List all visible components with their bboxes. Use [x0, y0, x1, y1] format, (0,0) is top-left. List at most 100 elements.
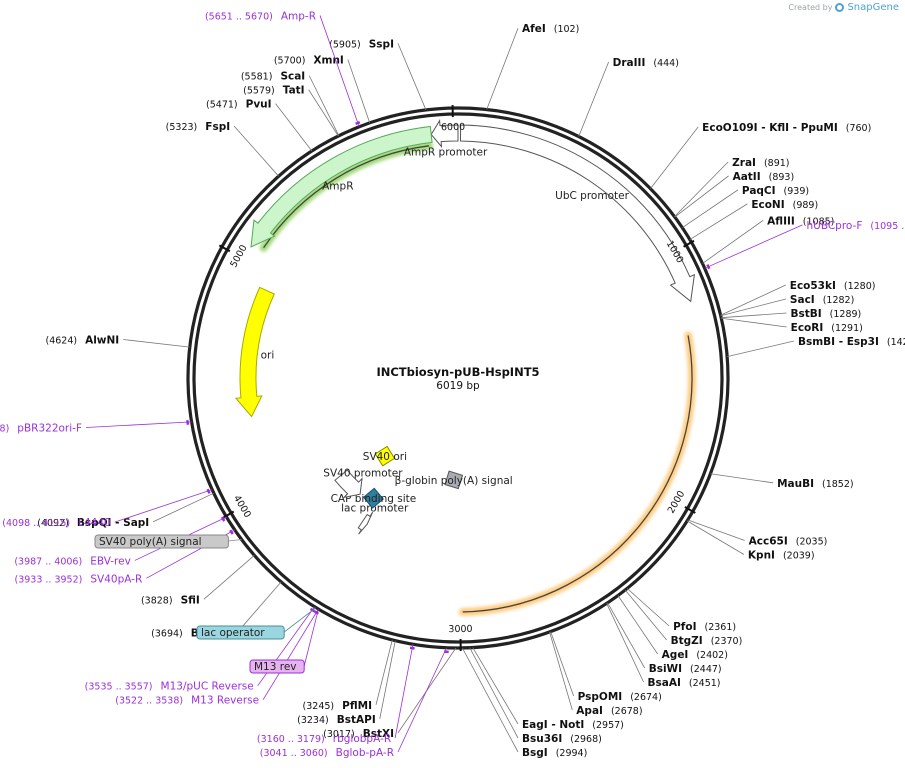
enzyme-econi[interactable]: EcoNI(989)	[751, 199, 818, 211]
enzyme-tati[interactable]: TatI(5579)	[243, 85, 304, 97]
snapgene-logo-icon	[835, 3, 845, 12]
primer-rbglobpa-r[interactable]: rbglobpA-R(3160 .. 3179)	[257, 733, 391, 745]
enzyme-acc65i[interactable]: Acc65I(2035)	[749, 535, 828, 547]
enzyme-leader-line	[275, 103, 313, 152]
enzyme-pspomi[interactable]: PspOMI(2674)	[578, 691, 662, 703]
enzyme-pflmi[interactable]: PflMI(3245)	[303, 700, 372, 712]
enzyme-leader-line	[674, 161, 729, 217]
feature-ubc-promoter[interactable]	[459, 124, 696, 303]
primer-bglob-pa-r[interactable]: Bglob-pA-R(3041 .. 3060)	[260, 747, 394, 759]
feature-sv40-ori[interactable]	[374, 445, 396, 467]
enzyme-agei[interactable]: AgeI(2402)	[662, 649, 728, 661]
enzyme-name: DraIII	[613, 57, 646, 69]
enzyme-ecoo109i-kfli-ppumi[interactable]: EcoO109I - KflI - PpuMI(760)	[702, 122, 871, 134]
boxed-label-sv40-polya[interactable]: SV40 poly(A) signal	[94, 534, 229, 549]
enzyme-bstxi[interactable]: BstXI(3017)	[323, 728, 394, 740]
primer-name: M13/pUC Reverse	[161, 681, 254, 693]
enzyme-pvui[interactable]: PvuI(5471)	[206, 99, 272, 111]
enzyme-leader-line	[308, 75, 340, 136]
enzyme-bsmbi-esp3i[interactable]: BsmBI - Esp3I(1429)	[798, 336, 905, 348]
primer-position: (3535 .. 3557)	[85, 682, 153, 693]
enzyme-name: FspI	[205, 121, 230, 133]
enzyme-zrai[interactable]: ZraI(891)	[732, 157, 789, 169]
primer-leader-line	[704, 224, 803, 269]
enzyme-leader-line	[607, 602, 646, 669]
backbone-inner	[192, 112, 724, 644]
primer-name: Amp-R	[281, 10, 316, 22]
enzyme-eco53ki[interactable]: Eco53kI(1280)	[790, 280, 876, 292]
enzyme-bstapi[interactable]: BstAPI(3234)	[297, 714, 376, 726]
primer-hubcpro-f[interactable]: hUBCpro-F(1095 .. 1114)	[806, 220, 905, 232]
enzyme-leader-line	[650, 126, 699, 189]
enzyme-sfii[interactable]: SfiI(3828)	[141, 594, 200, 606]
enzyme-afliii[interactable]: AflIII(1085)	[767, 215, 834, 227]
primer-m13-puc-reverse[interactable]: M13/pUC Reverse (3535 .. 3557)	[85, 681, 254, 693]
feature-ampr[interactable]	[250, 125, 433, 248]
boxed-label-m13-rev[interactable]: M13 rev	[249, 659, 305, 674]
enzyme-pfoi[interactable]: PfoI(2361)	[673, 621, 736, 633]
enzyme-paqci[interactable]: PaqCI(939)	[742, 185, 809, 197]
enzyme-bstbi[interactable]: BstBI(1289)	[790, 308, 861, 320]
enzyme-bsu36i[interactable]: Bsu36I(2968)	[522, 733, 602, 745]
enzyme-position: (3694)	[151, 629, 183, 640]
primer-name: hUBCpro-F	[806, 220, 862, 232]
feature-lac-promoter[interactable]	[357, 511, 374, 535]
enzyme-bsiwi[interactable]: BsiWI(2447)	[649, 663, 722, 675]
enzyme-name: XmnI	[313, 55, 343, 67]
primer-ebv-rev[interactable]: EBV-rev(3987 .. 4006)	[14, 555, 131, 567]
enzyme-name: PflMI	[342, 700, 372, 712]
enzyme-maubi[interactable]: MauBI(1852)	[777, 478, 854, 490]
enzyme-kpni[interactable]: KpnI(2039)	[748, 549, 815, 561]
feature-beta-globin-polya[interactable]	[444, 470, 464, 490]
enzyme-xmni[interactable]: XmnI(5700)	[274, 55, 344, 67]
boxed-label-lac-operator[interactable]: lac operator	[196, 625, 285, 640]
primer-l4440[interactable]: L4440(4098 .. 4115)	[2, 517, 110, 529]
enzyme-afei[interactable]: AfeI(102)	[522, 23, 579, 35]
enzyme-position: (1852)	[822, 479, 854, 490]
enzyme-position: (4092)	[37, 518, 69, 529]
primer-sites: hUBCpro-F(1095 .. 1114) Amp-R(5651 .. 567…	[0, 10, 905, 759]
primer-position: (3041 .. 3060)	[260, 748, 328, 759]
primer-pbr322ori-f[interactable]: pBR322ori-F(4349 .. 4368)	[0, 422, 82, 434]
enzyme-eagi-noti[interactable]: EagI - NotI(2957)	[522, 719, 624, 731]
enzyme-saci[interactable]: SacI(1282)	[790, 294, 854, 306]
enzyme-name: EcoNI	[751, 199, 784, 211]
boxed-label-text: M13 rev	[254, 661, 297, 673]
boxed-leader-sv40-polya	[228, 539, 242, 542]
feature-ampr-promoter[interactable]	[430, 119, 459, 149]
feature-label-ori: ori	[261, 350, 275, 362]
feature-ori[interactable]	[234, 286, 275, 418]
enzyme-position: (5323)	[166, 122, 198, 133]
enzyme-leader-line	[727, 340, 795, 358]
enzyme-sspi[interactable]: SspI(5905)	[329, 38, 394, 50]
enzyme-name: ScaI	[280, 71, 305, 83]
enzyme-name: BtgZI	[671, 635, 703, 647]
enzyme-name: PaqCI	[742, 185, 776, 197]
enzyme-apai[interactable]: ApaI(2678)	[576, 705, 642, 717]
enzyme-alwni[interactable]: AlwNI(4624)	[45, 334, 119, 346]
enzyme-ecori[interactable]: EcoRI(1291)	[791, 322, 863, 334]
primer-amp-r[interactable]: Amp-R(5651 .. 5670)	[205, 10, 316, 22]
enzyme-bsgi[interactable]: BsgI(2994)	[522, 747, 587, 759]
enzyme-aatii[interactable]: AatII(893)	[733, 171, 795, 183]
enzyme-btgzi[interactable]: BtgZI(2370)	[671, 635, 743, 647]
primer-m13-reverse[interactable]: M13 Reverse(3522 .. 3538)	[115, 695, 259, 707]
enzyme-leader-line	[236, 581, 282, 633]
enzyme-draiii[interactable]: DraIII(444)	[613, 57, 679, 69]
enzyme-leader-line	[472, 647, 519, 725]
enzyme-name: BspQI - SapI	[77, 517, 149, 529]
feature-sv40-promoter[interactable]	[334, 469, 363, 499]
primer-sv40pa-r[interactable]: SV40pA-R(3933 .. 3952)	[15, 573, 143, 585]
feature-cap-binding-site[interactable]	[362, 487, 384, 509]
primer-name: SV40pA-R	[90, 573, 142, 585]
enzyme-position: (2361)	[704, 622, 736, 633]
enzyme-bsaai[interactable]: BsaAI(2451)	[648, 677, 721, 689]
enzyme-scai[interactable]: ScaI(5581)	[241, 71, 305, 83]
enzyme-name: SacI	[790, 294, 815, 306]
enzyme-name: BsaAI	[648, 677, 681, 689]
enzyme-bspqi-sapi[interactable]: BspQI - SapI (4092)	[37, 517, 149, 529]
enzyme-fspi[interactable]: FspI (5323)	[166, 121, 230, 133]
enzyme-name: TatI	[283, 85, 305, 97]
